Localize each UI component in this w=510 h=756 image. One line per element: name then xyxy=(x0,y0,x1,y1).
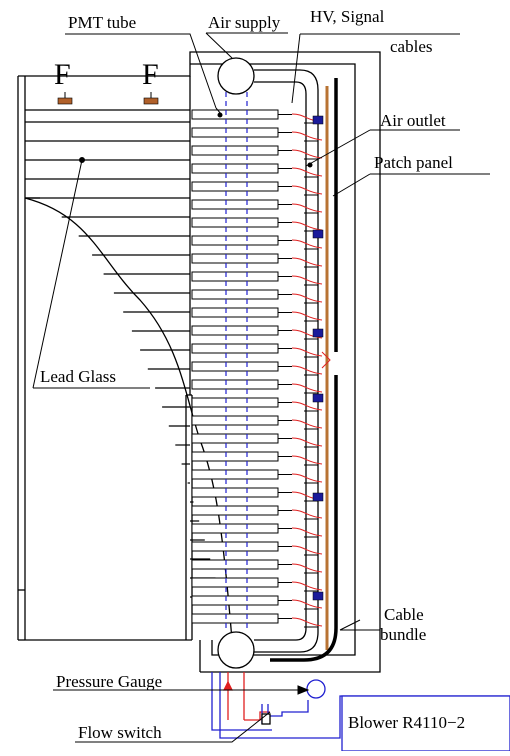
f-right-label: F xyxy=(142,58,159,91)
pmt-tube xyxy=(191,217,279,228)
pmt-tube xyxy=(191,127,279,138)
red-cable xyxy=(291,599,323,609)
pressure-gauge-dial xyxy=(306,679,326,699)
red-cable xyxy=(291,167,323,177)
pmt-tube xyxy=(191,271,279,282)
hv-signal-label: HV, Signal xyxy=(310,7,385,26)
signal-connector xyxy=(312,591,324,601)
pmt-tube xyxy=(191,307,279,318)
red-cable xyxy=(291,149,323,159)
pmt-tube xyxy=(191,397,279,408)
pmt-tube xyxy=(191,163,279,174)
pmt-tube xyxy=(191,487,279,498)
f-mounts xyxy=(57,92,159,105)
pmt-tube xyxy=(191,541,279,552)
f-mount-right xyxy=(143,97,159,105)
pmt-tube xyxy=(191,109,279,120)
red-cable xyxy=(291,293,323,303)
red-cable xyxy=(291,185,323,195)
cable-bundle-bottom xyxy=(270,375,338,662)
pmt-tube xyxy=(191,559,279,570)
red-cable xyxy=(291,239,323,249)
red-cable xyxy=(291,311,323,321)
pmt-tube xyxy=(191,235,279,246)
pmt-tube xyxy=(191,577,279,588)
signal-connector xyxy=(312,229,324,239)
pmt-tube xyxy=(191,595,279,606)
signal-connector xyxy=(312,328,324,338)
pmt-tube xyxy=(191,343,279,354)
red-cable xyxy=(291,617,323,627)
flow-switch-label: Flow switch xyxy=(78,723,162,742)
pmt-tube xyxy=(191,613,279,624)
pmt-tube xyxy=(191,325,279,336)
air-pipe xyxy=(217,57,319,669)
pmt-tube xyxy=(191,523,279,534)
pmt-housing xyxy=(189,51,381,673)
hv-signal-cables xyxy=(291,113,323,628)
red-cable xyxy=(291,419,323,429)
red-cable xyxy=(291,347,323,357)
flow-switch-body xyxy=(261,713,271,725)
red-cable xyxy=(291,203,323,213)
pmt-tube xyxy=(191,415,279,426)
signal-connector xyxy=(312,492,324,502)
pmt-tube xyxy=(191,451,279,462)
red-cable xyxy=(291,455,323,465)
patch-panel-label: Patch panel xyxy=(374,153,453,172)
pmt-tube xyxy=(191,181,279,192)
f-left-label: F xyxy=(54,58,71,91)
patch-panel xyxy=(270,78,338,662)
lead-glass-blocks xyxy=(25,76,221,598)
cables-label: cables xyxy=(390,37,432,56)
signal-connectors xyxy=(312,115,324,601)
pmt-tube xyxy=(191,469,279,480)
pmt-tube-label: PMT tube xyxy=(68,13,136,32)
lead-glass-label: Lead Glass xyxy=(40,367,116,386)
pmt-tube xyxy=(191,199,279,210)
pmt-tube xyxy=(191,433,279,444)
red-cable xyxy=(291,131,323,141)
signal-connector xyxy=(312,115,324,125)
red-cable xyxy=(291,401,323,411)
lead-glass-curve xyxy=(24,197,233,641)
cable-label: Cable xyxy=(384,605,424,624)
container-frame xyxy=(17,64,193,641)
red-cable xyxy=(291,581,323,591)
red-cable xyxy=(291,365,323,375)
red-cable xyxy=(291,437,323,447)
red-cable xyxy=(291,383,323,393)
pmt-tube xyxy=(191,379,279,390)
blower-box xyxy=(341,695,510,752)
red-cable xyxy=(291,329,323,339)
blower-label: Blower R4110−2 xyxy=(348,713,465,732)
air-outlet-label: Air outlet xyxy=(380,111,446,130)
red-cable xyxy=(291,563,323,573)
red-cable xyxy=(291,473,323,483)
red-cable xyxy=(291,257,323,267)
leader-lines xyxy=(32,32,490,743)
red-cable xyxy=(291,275,323,285)
air-supply-label: Air supply xyxy=(208,13,281,32)
pmt-tube xyxy=(191,361,279,372)
pmt-tubes xyxy=(191,109,292,624)
f-mount-left xyxy=(57,97,73,105)
red-cable xyxy=(291,527,323,537)
pressure-gauge-label: Pressure Gauge xyxy=(56,672,162,691)
pmt-tube xyxy=(191,145,279,156)
red-cable xyxy=(291,221,323,231)
pmt-tube xyxy=(191,289,279,300)
red-cable xyxy=(291,545,323,555)
red-cable xyxy=(291,509,323,519)
pmt-tube xyxy=(191,253,279,264)
signal-connector xyxy=(312,393,324,403)
air-supply-top-circle xyxy=(217,57,255,95)
air-supply-bottom-circle xyxy=(217,631,255,669)
pmt-tube xyxy=(191,505,279,516)
bundle-label: bundle xyxy=(380,625,426,644)
